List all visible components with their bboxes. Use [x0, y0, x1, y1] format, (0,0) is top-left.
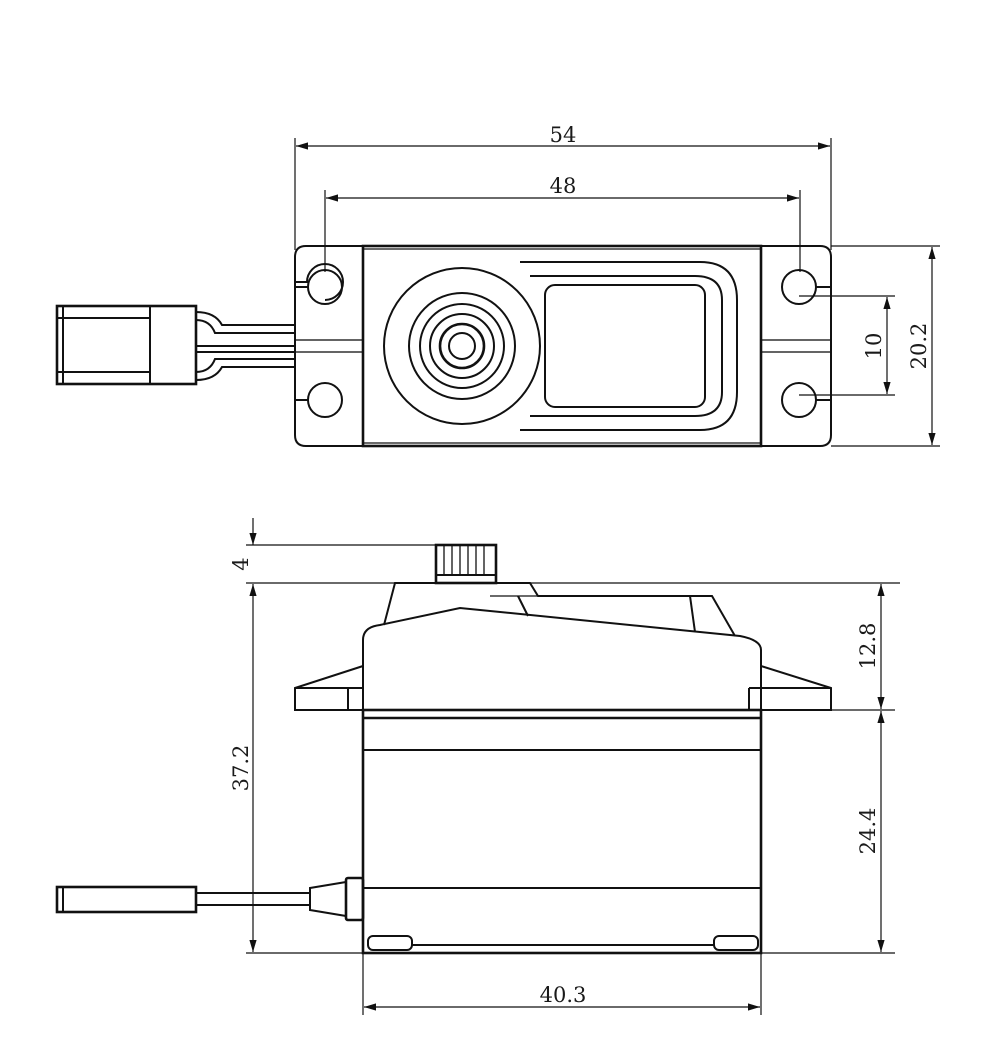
dim-4-label: 4	[229, 557, 253, 570]
connector-plug	[55, 304, 198, 386]
wire-and-connector	[55, 304, 295, 386]
side-wire-and-connector	[55, 876, 365, 922]
dim-24-4-label: 24.4	[856, 808, 880, 855]
dim-12-8-label: 12.8	[856, 623, 880, 670]
right-mounting-tab-side	[760, 665, 832, 711]
lower-case	[361, 708, 763, 955]
label-window	[544, 284, 706, 408]
dim-body-width: 40.3	[362, 953, 762, 1015]
dim-54-label: 54	[550, 123, 577, 147]
dim-48-label: 48	[550, 174, 577, 198]
dim-upper-height: 12.8	[831, 584, 895, 711]
output-spline	[383, 267, 541, 425]
dim-hole-pitch: 10	[799, 295, 895, 396]
dim-spline-height: 4	[229, 518, 900, 584]
dim-10-label: 10	[862, 333, 886, 360]
dim-20-2-label: 20.2	[907, 323, 931, 370]
right-mounting-slots	[781, 269, 831, 418]
dim-overall-width: 54	[294, 123, 832, 250]
dim-40-3-label: 40.3	[540, 983, 587, 1007]
dim-tab-height: 20.2	[831, 245, 940, 447]
upper-case	[362, 606, 762, 711]
top-cover	[520, 261, 738, 431]
side-view: 4 37.2 12.8 24.4 40.3	[55, 518, 900, 1015]
dim-hole-spacing: 48	[324, 174, 801, 272]
mounting-tab-plate	[294, 245, 832, 447]
gear-dome	[383, 582, 736, 637]
dim-total-height: 37.2	[229, 584, 363, 954]
dim-37-2-label: 37.2	[229, 745, 253, 792]
top-view: 54 48 10 20.2	[55, 123, 940, 448]
spline	[434, 543, 498, 585]
left-mounting-tab-side	[294, 665, 364, 711]
dim-lower-height: 24.4	[761, 711, 895, 954]
